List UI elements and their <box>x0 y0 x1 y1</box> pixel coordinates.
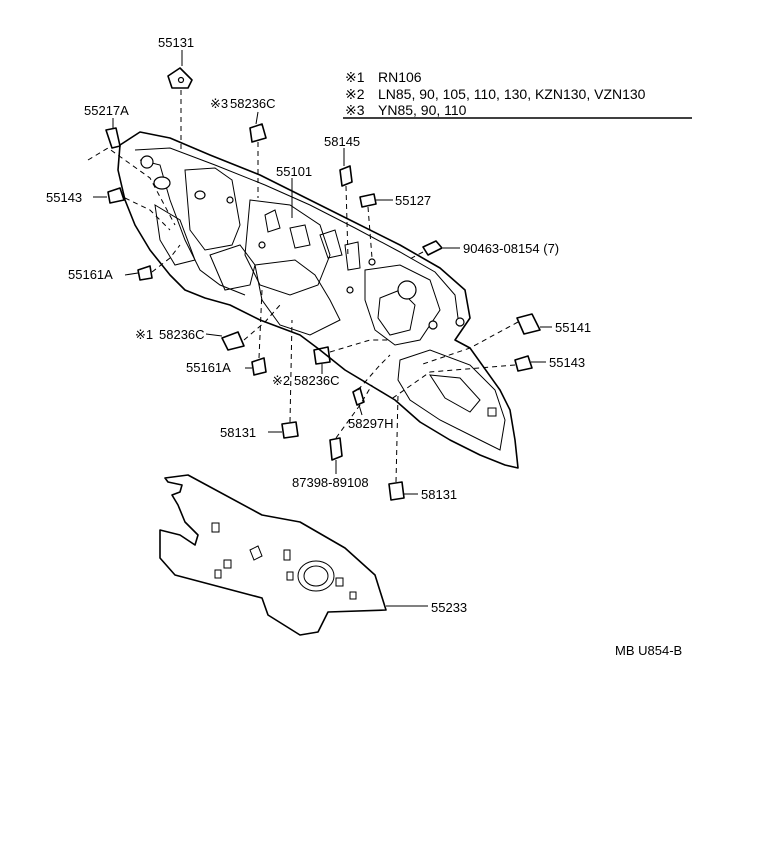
leader-lines <box>87 50 552 607</box>
label-55143-left: 55143 <box>46 190 82 205</box>
label-55233: 55233 <box>431 600 467 615</box>
label-58236c-top: 58236C <box>230 96 276 111</box>
legend-mark-3: ※3 <box>345 102 365 118</box>
label-55143-right: 55143 <box>549 355 585 370</box>
label-55101: 55101 <box>276 164 312 179</box>
label-58236c-low: 58236C <box>294 373 340 388</box>
label-55127: 55127 <box>395 193 431 208</box>
dash-panel-drawing <box>117 131 519 469</box>
diagram-code: MB U854-B <box>615 643 682 658</box>
mark-58236c-left: ※1 <box>135 327 153 342</box>
label-55161a-low: 55161A <box>186 360 231 375</box>
silencer-pad-drawing <box>159 474 387 636</box>
mark-58236c-top: ※3 <box>210 96 228 111</box>
legend-mark-1: ※1 <box>345 69 365 85</box>
part-labels: 55131 55217A ※3 58236C 58145 55101 55143… <box>46 35 591 615</box>
label-58131-right: 58131 <box>421 487 457 502</box>
label-58145: 58145 <box>324 134 360 149</box>
label-58131-left: 58131 <box>220 425 256 440</box>
label-55141: 55141 <box>555 320 591 335</box>
legend-mark-2: ※2 <box>345 86 365 102</box>
label-58236c-left: 58236C <box>159 327 205 342</box>
legend-text-2: LN85, 90, 105, 110, 130, KZN130, VZN130 <box>378 86 646 102</box>
label-55131: 55131 <box>158 35 194 50</box>
label-58297h: 58297H <box>348 416 394 431</box>
label-55161a-left: 55161A <box>68 267 113 282</box>
mark-58236c-low: ※2 <box>272 373 290 388</box>
label-87398: 87398-89108 <box>292 475 369 490</box>
label-90463: 90463-08154 (7) <box>463 241 559 256</box>
label-55217a: 55217A <box>84 103 129 118</box>
small-parts <box>105 67 541 501</box>
legend-text-3: YN85, 90, 110 <box>378 102 467 118</box>
legend-text-1: RN106 <box>378 69 422 85</box>
legend: ※1 RN106 ※2 LN85, 90, 105, 110, 130, KZN… <box>343 69 692 119</box>
